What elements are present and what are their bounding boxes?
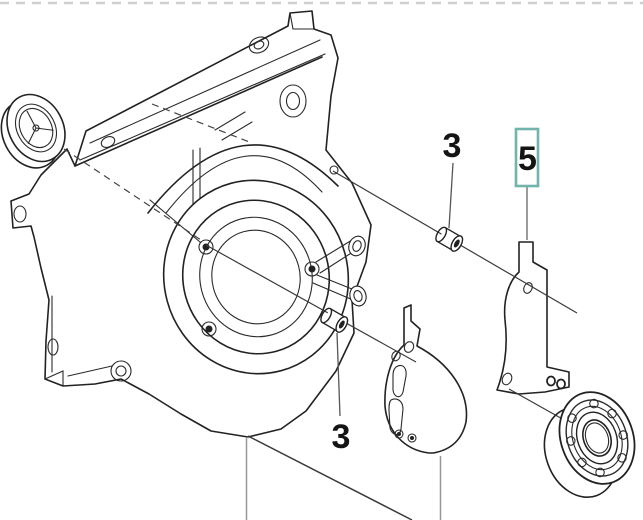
bore-screws xyxy=(198,239,320,337)
flange-bottom-edge xyxy=(74,56,323,167)
cover-plate-outline xyxy=(496,241,570,395)
seal-axis-hidden-line xyxy=(63,148,205,243)
flange-bolt-boss xyxy=(248,36,270,54)
cover-tab-hole-left xyxy=(546,375,556,387)
crank-bore-ring xyxy=(181,199,331,355)
oil-seal-center xyxy=(32,124,40,132)
dowel-pin-upper xyxy=(435,226,464,252)
gasket-bolt-right xyxy=(407,433,417,443)
upper-mount-hole xyxy=(285,91,301,111)
flange-detail-lines xyxy=(79,12,326,161)
crankcase-drawing xyxy=(10,10,372,438)
callout-3-lower-leader xyxy=(336,332,341,417)
flange-bolt-hole xyxy=(253,40,265,50)
lower-pin-axis-line xyxy=(205,244,417,363)
cover-tab-hole-right xyxy=(556,378,566,390)
right-bracket-arms xyxy=(312,235,367,307)
callout-3-lower-label[interactable]: 3 xyxy=(332,418,351,456)
crank-bore-boss xyxy=(162,179,350,375)
case-rib-lines xyxy=(148,199,201,415)
flange-bolt-hole-left xyxy=(100,136,116,148)
gasket-drawing xyxy=(384,304,468,454)
cover-plate-drawing xyxy=(496,241,570,395)
bottom-boss-hole xyxy=(115,365,127,377)
flange-hidden-edge xyxy=(151,103,253,144)
bearing-balls xyxy=(566,398,628,478)
gasket-outline xyxy=(384,304,468,454)
left-ear-hole xyxy=(13,205,27,223)
callout-3-lower[interactable]: 3 xyxy=(332,332,351,456)
gasket-hole-tab xyxy=(403,341,415,353)
bearing-bore-inner xyxy=(584,422,610,454)
bearing-cage xyxy=(571,405,623,471)
oil-seal-drawing xyxy=(0,93,66,169)
bearing-outer-race xyxy=(565,399,629,477)
dome-arc-outer xyxy=(147,144,339,214)
bearing-inner-race xyxy=(575,411,619,465)
left-leg-hole xyxy=(47,338,59,356)
gasket-bolt-left xyxy=(394,429,404,439)
gasket-slot-lower xyxy=(388,398,404,436)
left-leg-lines xyxy=(44,295,113,387)
upper-mount-boss xyxy=(279,84,307,118)
dome-arc-inner xyxy=(165,155,323,214)
cover-plate-hole-lower xyxy=(501,372,513,386)
callout-3-upper-leader xyxy=(448,162,454,229)
gasket-slot-upper xyxy=(392,364,407,398)
bottom-boss xyxy=(110,360,132,382)
offframe-leader-diagonal xyxy=(247,435,413,520)
callout-5-highlight-box[interactable] xyxy=(514,127,540,188)
crank-bore-inner xyxy=(211,229,301,325)
callout-5-label[interactable]: 5 xyxy=(518,140,537,178)
callout-3-upper[interactable]: 3 xyxy=(443,127,462,229)
dowel-pin-lower xyxy=(320,307,349,333)
bearing-axis-line xyxy=(508,388,567,422)
bearing-bore xyxy=(582,419,612,457)
callout-3-upper-label[interactable]: 3 xyxy=(443,127,462,165)
callout-5[interactable]: 5 xyxy=(514,127,540,240)
axis-start-hole xyxy=(329,165,339,175)
front-rib-lines xyxy=(192,111,253,246)
ball-bearing-drawing xyxy=(543,391,636,499)
cover-plate-hole xyxy=(523,282,533,294)
